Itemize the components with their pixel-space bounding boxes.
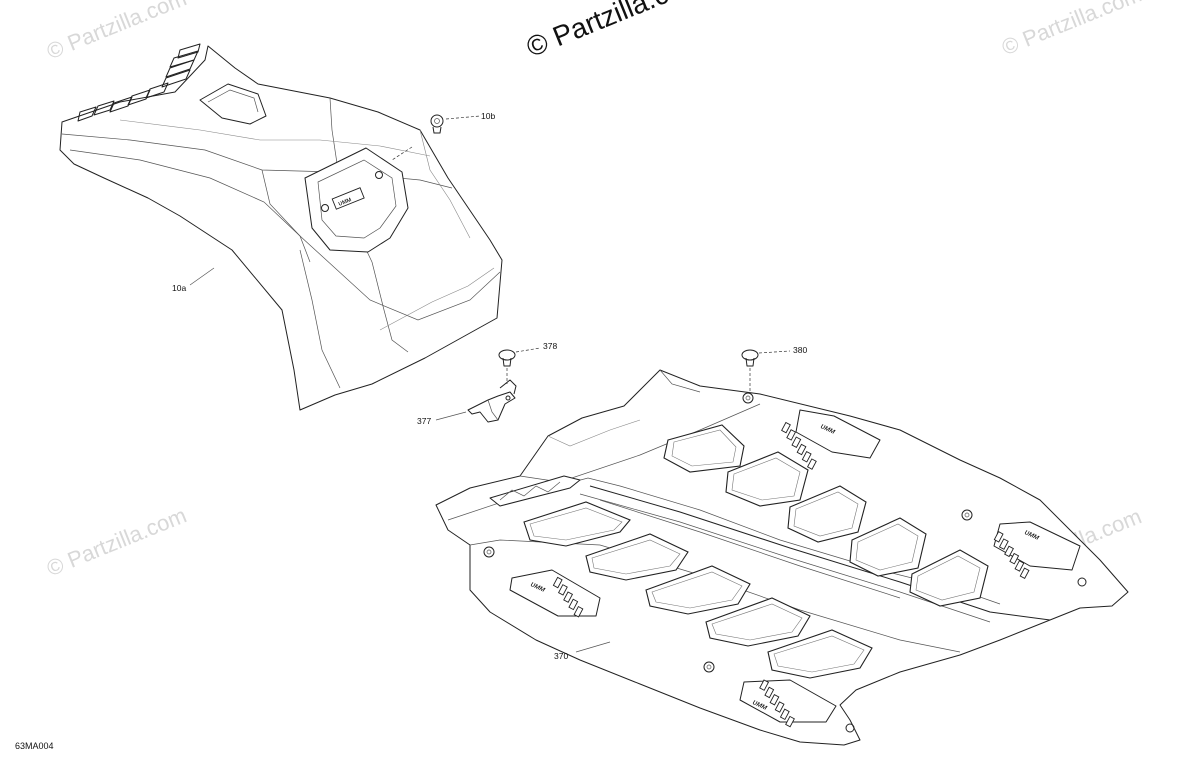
- clip-part-377: [435, 379, 517, 423]
- callout-10b: 10b: [481, 111, 496, 121]
- fastener-10b: [391, 114, 481, 161]
- callout-10a: 10a: [172, 283, 187, 293]
- leader-10a: [189, 267, 215, 286]
- cover-logo: ᴜᴍᴍ: [337, 196, 352, 208]
- fastener-378: [498, 347, 541, 384]
- callout-380: 380: [793, 345, 808, 355]
- skid-badge-top: ᴜᴍᴍ: [781, 409, 881, 470]
- skid-plate-370: ᴜᴍᴍ ᴜᴍᴍ ᴜᴍᴍ: [435, 369, 1129, 746]
- skid-badge-right: ᴜᴍᴍ: [993, 521, 1081, 580]
- callout-370: 370: [554, 651, 569, 661]
- skid-badge-bottom: ᴜᴍᴍ: [739, 679, 837, 728]
- callout-378: 378: [543, 341, 558, 351]
- grille-teeth: [77, 43, 201, 122]
- skid-badge-left: ᴜᴍᴍ: [509, 569, 601, 618]
- cover-part-10a: ᴜᴍᴍ: [59, 43, 503, 411]
- document-id: 63MA004: [15, 741, 54, 751]
- callout-377: 377: [417, 416, 432, 426]
